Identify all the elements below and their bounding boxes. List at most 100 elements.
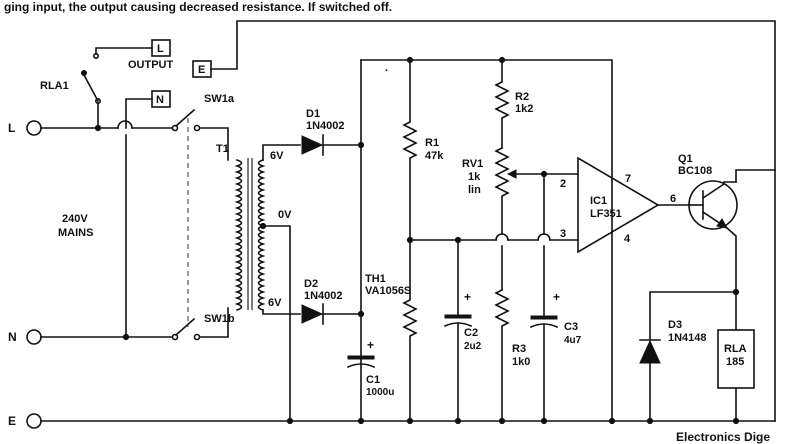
output-l-label: L <box>157 43 164 55</box>
c2-polarity: + <box>464 290 471 304</box>
junction-ct <box>259 222 267 230</box>
ic1-pin4: 4 <box>624 233 631 245</box>
wire-l-crossover <box>117 120 133 129</box>
wire-sw1a-t1 <box>199 127 229 161</box>
junction-e-c3 <box>540 417 548 425</box>
junction-e-ic <box>608 417 616 425</box>
r2-ref: R2 <box>515 91 529 103</box>
d2-value: 1N4002 <box>304 290 343 302</box>
terminal-e-label: E <box>8 414 16 428</box>
thermistor-th1 <box>402 239 418 422</box>
c2-plate-top <box>444 314 472 319</box>
q1-value: BC108 <box>678 165 712 177</box>
c2-ref: C2 <box>464 327 478 339</box>
rv1-value: 1k <box>468 171 481 183</box>
d1-ref: D1 <box>306 108 320 120</box>
ic1-pin6: 6 <box>670 193 676 205</box>
rla1-blade <box>82 73 100 103</box>
junction-e-c1 <box>357 417 365 425</box>
junction-e-ct <box>286 417 294 425</box>
r3-value: 1k0 <box>512 356 530 368</box>
wire-q1-collector <box>735 169 776 183</box>
d3-triangle <box>639 339 661 364</box>
rla-value: 185 <box>726 356 744 368</box>
opamp-ic1: IC1 LF351 2 3 7 4 6 <box>560 156 676 254</box>
capacitor-c3: + C3 4u7 <box>529 290 582 422</box>
c3-ref: C3 <box>564 321 578 333</box>
junction-e-th1 <box>406 417 414 425</box>
ic1-ref: IC1 <box>590 195 607 207</box>
mains-section: L N E RLA1 L OUTPUT N E 240V MAINS <box>8 20 776 429</box>
r2-value: 1k2 <box>515 103 533 115</box>
footer-credit: Electronics Dige <box>676 430 770 444</box>
rail-dot: · <box>385 65 389 77</box>
terminal-l-label: L <box>8 121 15 135</box>
diode-d3: D3 1N4148 <box>639 319 707 422</box>
wire-node-cross-2 <box>537 233 551 241</box>
d2-ref: D2 <box>304 278 318 290</box>
terminal-n-circle <box>26 329 42 345</box>
capacitor-c2: + C2 2u2 <box>443 239 482 422</box>
d2-triangle <box>301 304 324 324</box>
r3-ref: R3 <box>512 343 526 355</box>
r1-ref: R1 <box>425 137 439 149</box>
rla1-pivot <box>95 98 102 105</box>
q1-collector <box>701 181 737 200</box>
wire-q1-emitter <box>725 226 737 293</box>
c3-value: 4u7 <box>564 335 582 346</box>
output-l-contact <box>93 52 100 59</box>
tap-mid-label: 0V <box>278 209 292 221</box>
c3-plate-top <box>530 315 558 320</box>
q1-emitter-arrow <box>716 218 728 229</box>
junction-n <box>122 333 130 341</box>
output-l-box <box>151 39 171 57</box>
wire-output-n <box>125 98 153 129</box>
q1-envelope <box>688 180 738 230</box>
junction-d1 <box>357 141 365 149</box>
t1-secondary-winding <box>257 158 266 312</box>
mains-label-2: MAINS <box>58 227 93 239</box>
sw1b-label: SW1b <box>204 313 235 325</box>
r2-zigzag <box>494 59 510 149</box>
ic1-triangle <box>577 156 660 254</box>
r1-zigzag <box>402 59 418 241</box>
wire-node-cross-1 <box>495 233 509 241</box>
output-e-label: E <box>198 64 205 76</box>
diode-d2: D2 1N4002 <box>301 278 362 325</box>
junction-e-rla <box>732 417 740 425</box>
d3-value: 1N4148 <box>668 332 707 344</box>
q1-ref: Q1 <box>678 153 693 165</box>
tap-top-label: 6V <box>270 150 284 162</box>
resistor-r1: R1 47k <box>402 59 444 241</box>
junction-d2 <box>357 310 365 318</box>
th1-value: VA1056S <box>365 285 411 297</box>
ic1-value: LF351 <box>590 208 622 220</box>
r1-value: 47k <box>425 150 444 162</box>
resistor-r2: R2 1k2 <box>494 59 533 149</box>
th1-zigzag <box>402 239 418 422</box>
th1-ref: TH1 <box>365 273 386 285</box>
rla1-contact <box>81 70 87 76</box>
sw1a-contact-left <box>171 124 179 132</box>
rla-ref: RLA <box>724 343 747 355</box>
rv1-ref: RV1 <box>462 158 483 170</box>
c2-value: 2u2 <box>464 341 482 352</box>
t1-label: T1 <box>216 143 229 155</box>
sw1b-contact-left <box>171 333 179 341</box>
wire-sec-ct <box>262 225 291 422</box>
c3-polarity: + <box>553 290 560 304</box>
wire-earth-loop <box>210 20 776 422</box>
sw1b-blade <box>174 317 196 337</box>
wire-sec-bot <box>262 309 301 315</box>
terminal-n-label: N <box>8 330 17 344</box>
wire-sw1b-t1 <box>199 307 229 338</box>
output-label: OUTPUT <box>128 59 174 71</box>
mains-label-1: 240V <box>62 213 88 225</box>
transformer-t1: T1 6V 0V 6V <box>216 143 301 422</box>
d1-value: 1N4002 <box>306 120 345 132</box>
header-text: ging input, the output causing decreased… <box>4 0 392 14</box>
resistor-r3: R3 1k0 <box>494 288 530 422</box>
junction-e-c2 <box>454 417 462 425</box>
